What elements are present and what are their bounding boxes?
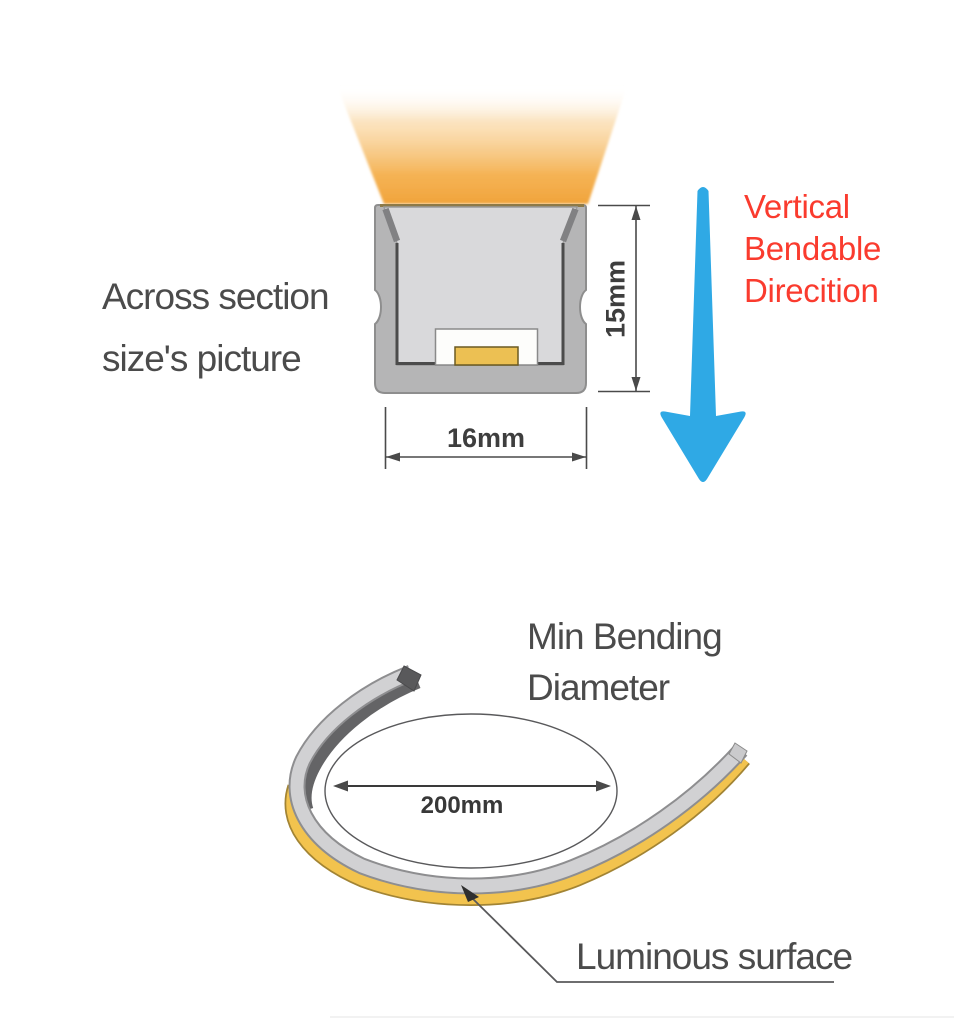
strip-top-face bbox=[290, 666, 746, 893]
diameter-dimension bbox=[333, 780, 611, 792]
down-arrow-icon bbox=[660, 187, 746, 482]
light-beam bbox=[337, 86, 627, 204]
cross-section-caption: Across section size's picture bbox=[102, 266, 330, 390]
diameter-dimension-label: 200mm bbox=[420, 792, 504, 819]
cross-section-caption-line2: size's picture bbox=[102, 338, 302, 379]
led-chip bbox=[454, 346, 519, 366]
bending-diagram bbox=[284, 665, 834, 983]
bend-direction-line3: Direcition bbox=[744, 272, 879, 309]
cavity-chamfer-left bbox=[382, 207, 401, 243]
width-dimension bbox=[384, 407, 588, 469]
luminous-surface-label: Luminous surface bbox=[576, 936, 853, 977]
height-dimension bbox=[598, 204, 650, 393]
bend-direction-label: Vertical Bendable Direcition bbox=[744, 186, 881, 312]
min-bending-title-line2: Diameter bbox=[527, 667, 670, 708]
bend-direction-line1: Vertical bbox=[744, 188, 850, 225]
luminous-leader-arrow bbox=[461, 885, 479, 902]
cross-section-diagram bbox=[337, 86, 650, 469]
diameter-ellipse bbox=[324, 713, 618, 869]
luminous-leader-line bbox=[468, 894, 834, 983]
min-bending-title: Min Bending Diameter bbox=[527, 611, 723, 713]
strip-luminous-surface bbox=[286, 755, 749, 905]
min-bending-title-line1: Min Bending bbox=[527, 616, 723, 657]
bend-direction-line2: Bendable bbox=[744, 230, 882, 267]
cross-section-caption-line1: Across section bbox=[102, 276, 330, 317]
strip-end-cap-right bbox=[728, 742, 748, 764]
page-edge-line bbox=[330, 1016, 954, 1018]
height-dimension-label: 15mm bbox=[600, 259, 631, 339]
width-dimension-label: 16mm bbox=[446, 423, 526, 453]
strip-end-cap-left bbox=[396, 665, 422, 692]
cavity-chamfer-right bbox=[559, 207, 579, 243]
